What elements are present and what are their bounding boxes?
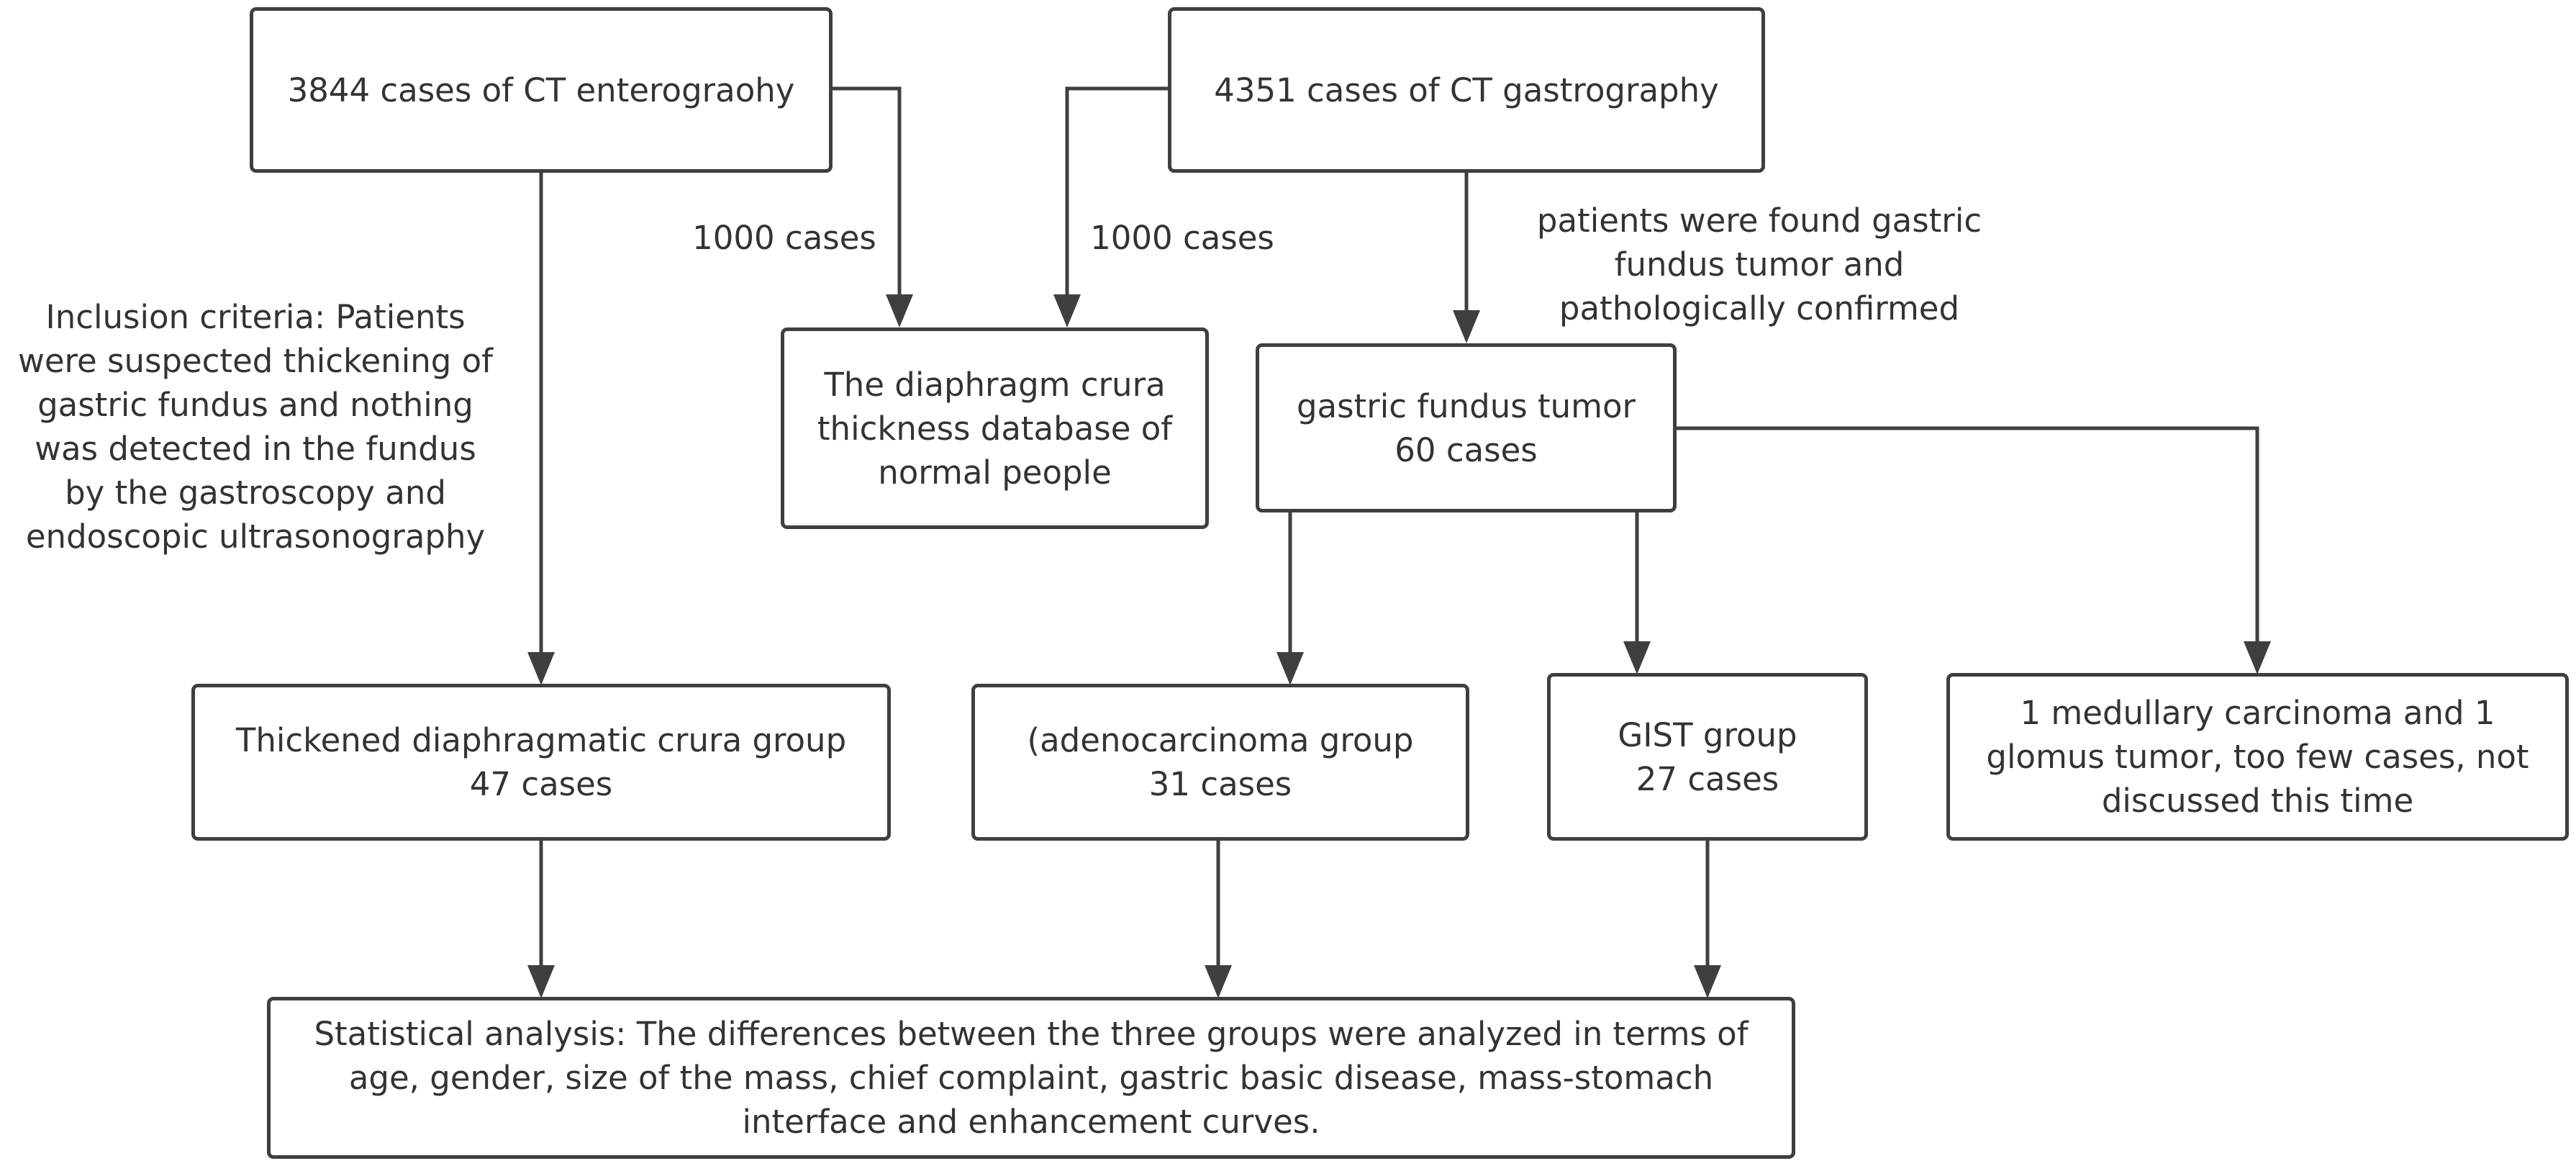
- arrowhead-enterography-to-database: [886, 294, 913, 327]
- found-tumor-label: patients were found gastric fundus tumor…: [1536, 202, 1982, 327]
- excluded-cases-box: 1 medullary carcinoma and 1 glomus tumor…: [1946, 673, 2569, 841]
- left-1000-cases-label: 1000 cases: [692, 219, 876, 257]
- arrowhead-adenocarcinoma-to-analysis: [1205, 965, 1232, 998]
- arrowhead-gist-to-analysis: [1694, 965, 1721, 998]
- arrow-enterography-to-database: [831, 86, 902, 297]
- statistical-analysis-box: Statistical analysis: The differences be…: [267, 997, 1795, 1159]
- arrowhead-tumor-to-adenocarcinoma: [1276, 652, 1304, 685]
- gist-group-box: GIST group 27 cases: [1547, 673, 1868, 841]
- ct-gastrography-box: 4351 cases of CT gastrography: [1168, 7, 1765, 173]
- arrow-tumor-to-excluded: [1673, 426, 2259, 644]
- ct-enterography-box: 3844 cases of CT enterograohy: [250, 7, 833, 173]
- arrowhead-tumor-to-gist: [1623, 641, 1651, 674]
- arrow-gastrography-to-database: [1065, 86, 1169, 297]
- arrowhead-thickened-to-analysis: [527, 965, 555, 998]
- arrowhead-gastrography-to-database: [1053, 294, 1081, 327]
- arrowhead-gastrography-to-tumor: [1453, 310, 1480, 343]
- arrowhead-tumor-to-excluded: [2244, 641, 2271, 674]
- inclusion-criteria-label: Inclusion criteria: Patients were suspec…: [18, 298, 493, 556]
- right-1000-cases-label: 1000 cases: [1090, 219, 1274, 257]
- diaphragm-database-box: The diaphragm crura thickness database o…: [781, 327, 1209, 529]
- arrowhead-enterography-to-thickened-group: [527, 652, 555, 685]
- thickened-group-box: Thickened diaphragmatic crura group 47 c…: [191, 684, 891, 841]
- adenocarcinoma-group-box: (adenocarcinoma group 31 cases: [971, 684, 1469, 841]
- gastric-fundus-tumor-box: gastric fundus tumor 60 cases: [1256, 343, 1677, 512]
